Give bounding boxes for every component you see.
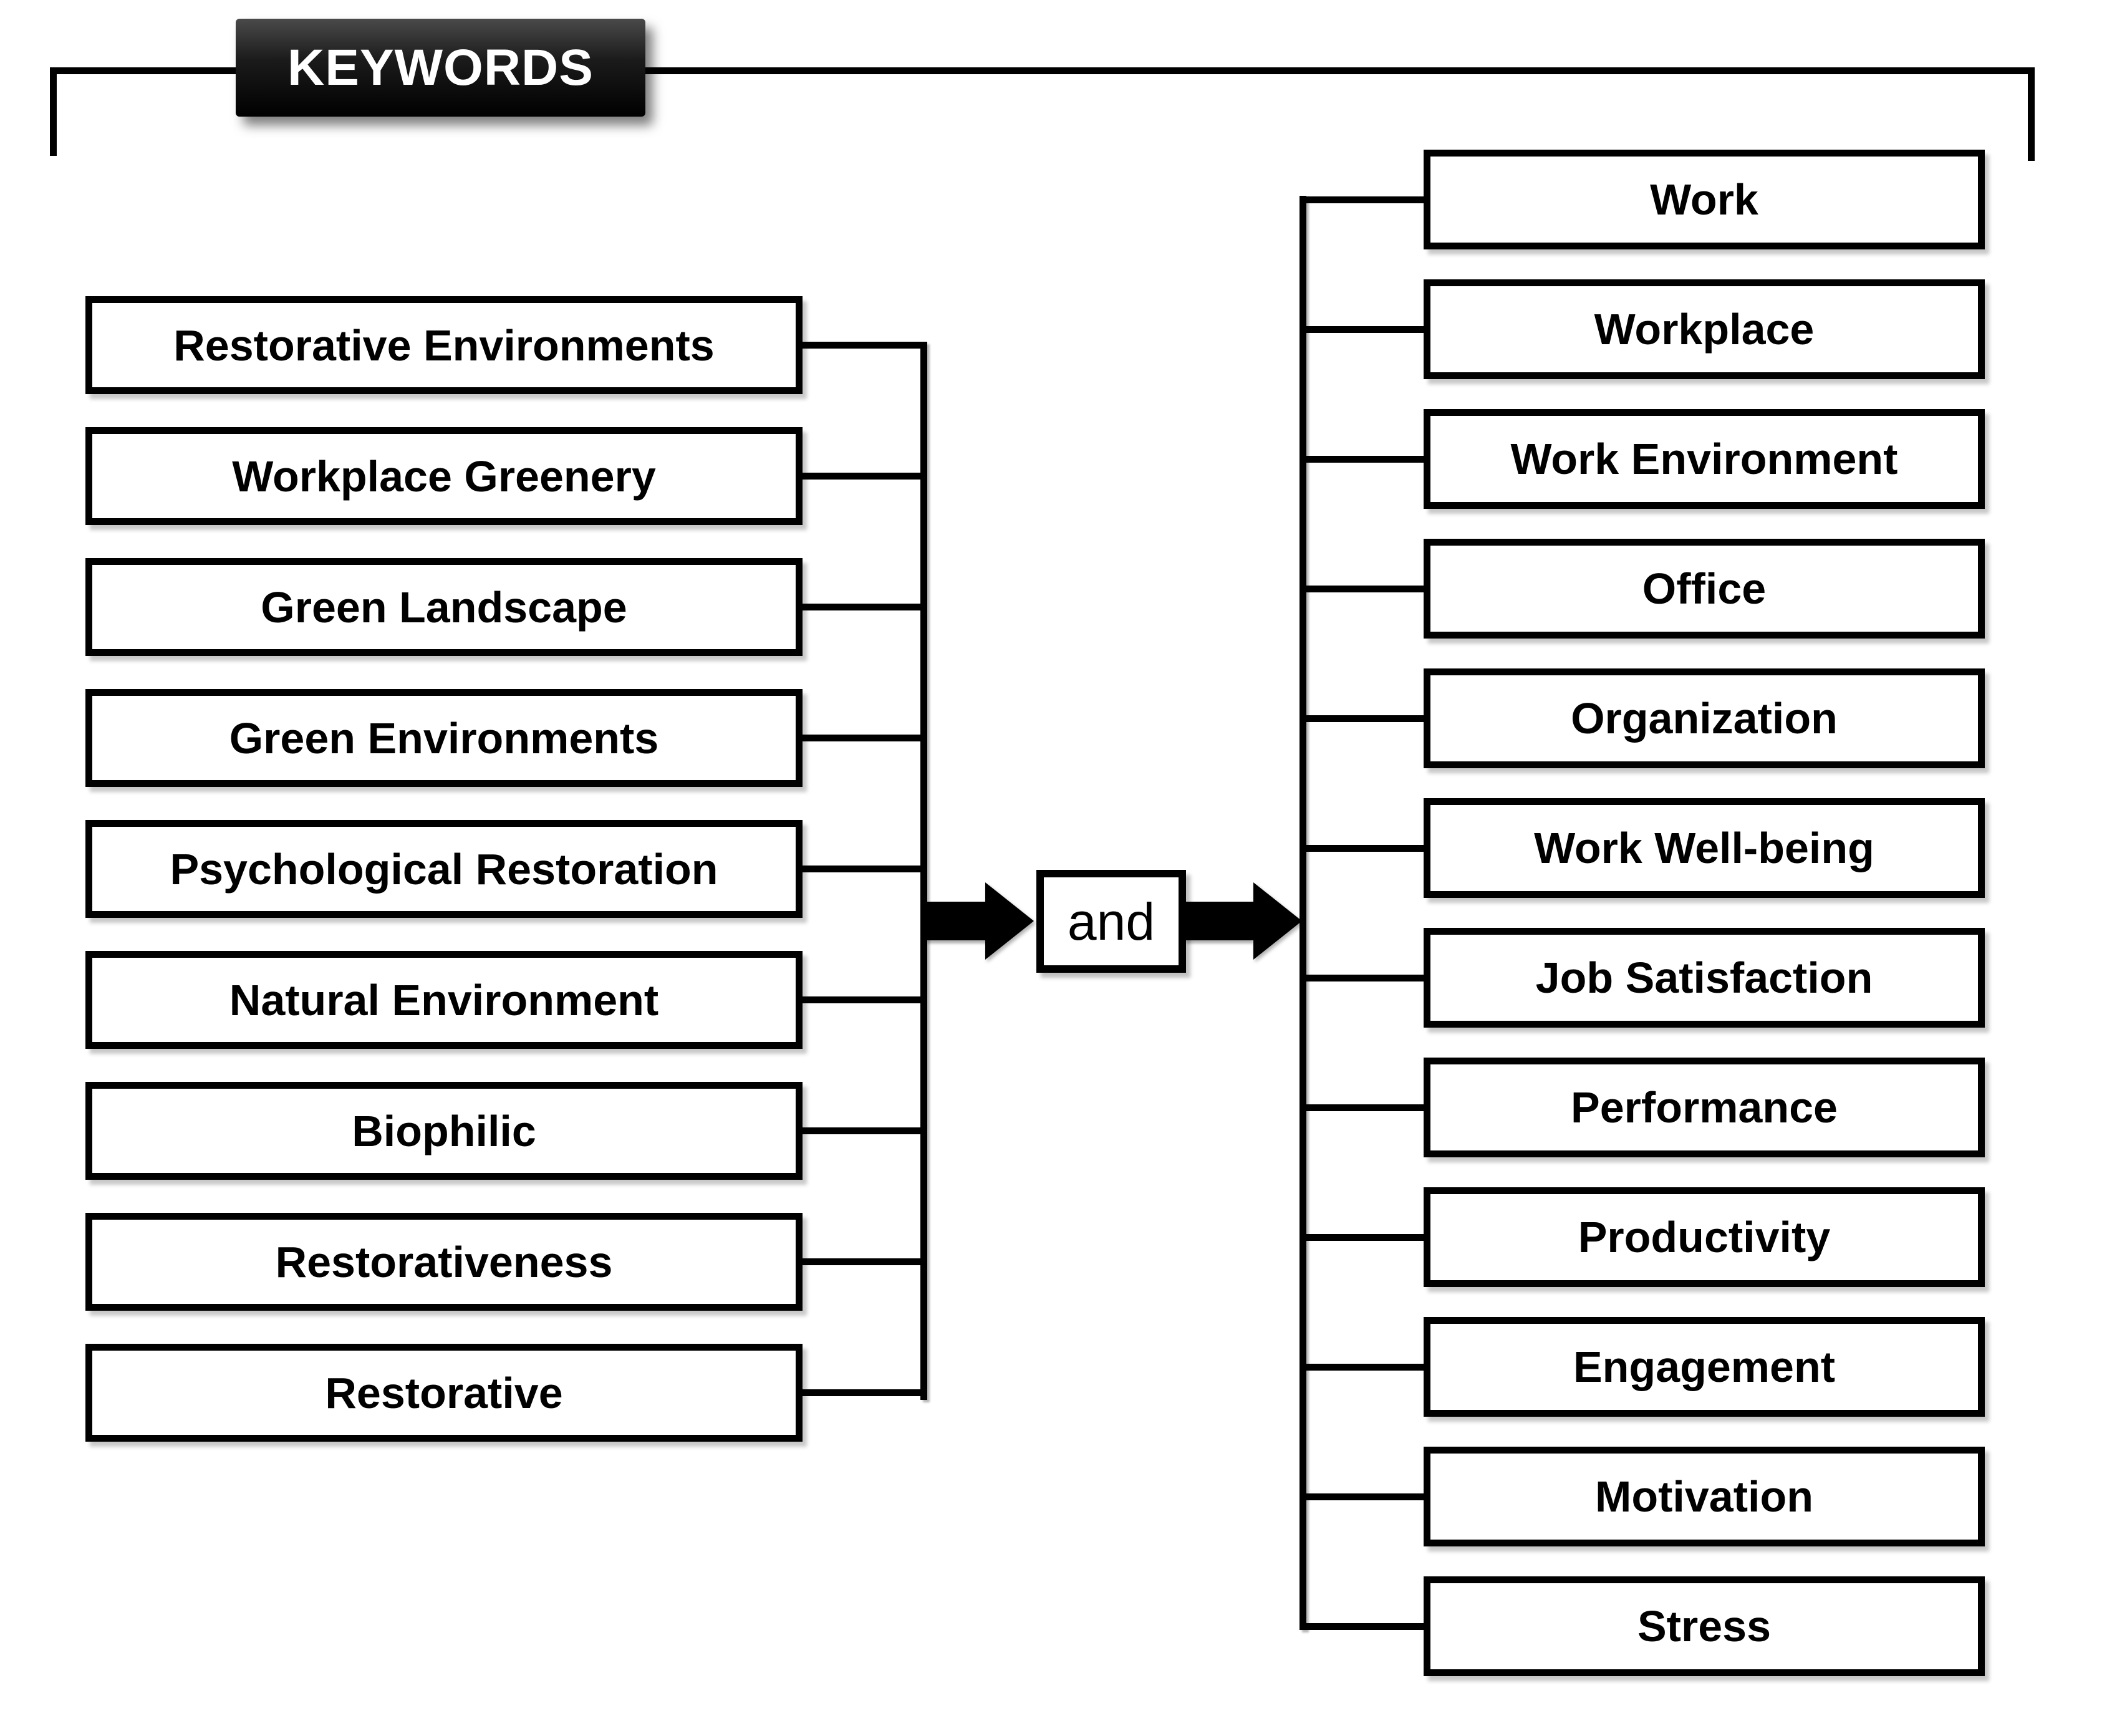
and-operator-label: and: [1067, 892, 1155, 951]
connector-stub-left: [803, 1389, 927, 1396]
bracket-right-horizontal-line: [645, 67, 2035, 74]
keyword-box-right: Stress: [1424, 1576, 1985, 1676]
keyword-box-left: Natural Environment: [85, 951, 803, 1049]
keyword-box-right: Work Environment: [1424, 409, 1985, 509]
and-operator-box: and: [1036, 870, 1186, 973]
connector-stub-left: [803, 866, 927, 872]
connector-stub-left: [803, 1258, 927, 1265]
left-arrow-head-icon: [985, 882, 1034, 960]
connector-stub-left: [803, 1127, 927, 1134]
bracket-left-horizontal-line: [50, 67, 236, 74]
keyword-box-right: Work Well-being: [1424, 798, 1985, 898]
keyword-box-left: Green Landscape: [85, 558, 803, 656]
keyword-box-right: Office: [1424, 539, 1985, 639]
connector-stub-right: [1306, 585, 1424, 592]
right-arrow-head-icon: [1253, 882, 1302, 960]
keyword-box-right: Engagement: [1424, 1317, 1985, 1417]
left-connector-bus: [920, 342, 927, 1400]
connector-stub-right: [1306, 1363, 1424, 1371]
connector-stub-right: [1306, 974, 1424, 981]
keyword-box-left: Restorativeness: [85, 1213, 803, 1311]
keyword-box-left: Green Environments: [85, 689, 803, 787]
keyword-box-right: Workplace: [1424, 279, 1985, 379]
connector-stub-left: [803, 735, 927, 741]
connector-stub-right: [1306, 196, 1424, 203]
connector-stub-right: [1306, 455, 1424, 463]
connector-stub-right: [1306, 715, 1424, 722]
keyword-box-left: Restorative Environments: [85, 296, 803, 394]
keyword-box-right: Job Satisfaction: [1424, 928, 1985, 1028]
keyword-box-left: Psychological Restoration: [85, 820, 803, 918]
connector-stub-left: [803, 996, 927, 1003]
keyword-box-left: Workplace Greenery: [85, 427, 803, 525]
keyword-box-right: Motivation: [1424, 1447, 1985, 1546]
bracket-left-vertical-line: [50, 67, 57, 156]
keyword-box-left: Biophilic: [85, 1082, 803, 1180]
keyword-box-right: Productivity: [1424, 1187, 1985, 1287]
right-arrow-body: [1186, 902, 1253, 940]
keyword-box-right: Work: [1424, 150, 1985, 249]
keyword-box-right: Organization: [1424, 668, 1985, 768]
connector-stub-right: [1306, 1233, 1424, 1241]
connector-stub-left: [803, 604, 927, 610]
connector-stub-right: [1306, 1104, 1424, 1111]
left-arrow-body: [927, 902, 991, 940]
connector-stub-left: [803, 473, 927, 480]
keyword-box-left: Restorative: [85, 1344, 803, 1442]
right-connector-bus: [1300, 196, 1306, 1630]
keywords-title-box: KEYWORDS: [236, 19, 645, 117]
keywords-title-label: KEYWORDS: [287, 39, 594, 96]
bracket-right-vertical-line: [2028, 67, 2035, 161]
keyword-box-right: Performance: [1424, 1058, 1985, 1157]
connector-stub-right: [1306, 1493, 1424, 1500]
connector-stub-right: [1306, 844, 1424, 852]
connector-stub-right: [1306, 1623, 1424, 1630]
connector-stub-right: [1306, 326, 1424, 333]
connector-stub-left: [803, 342, 927, 349]
